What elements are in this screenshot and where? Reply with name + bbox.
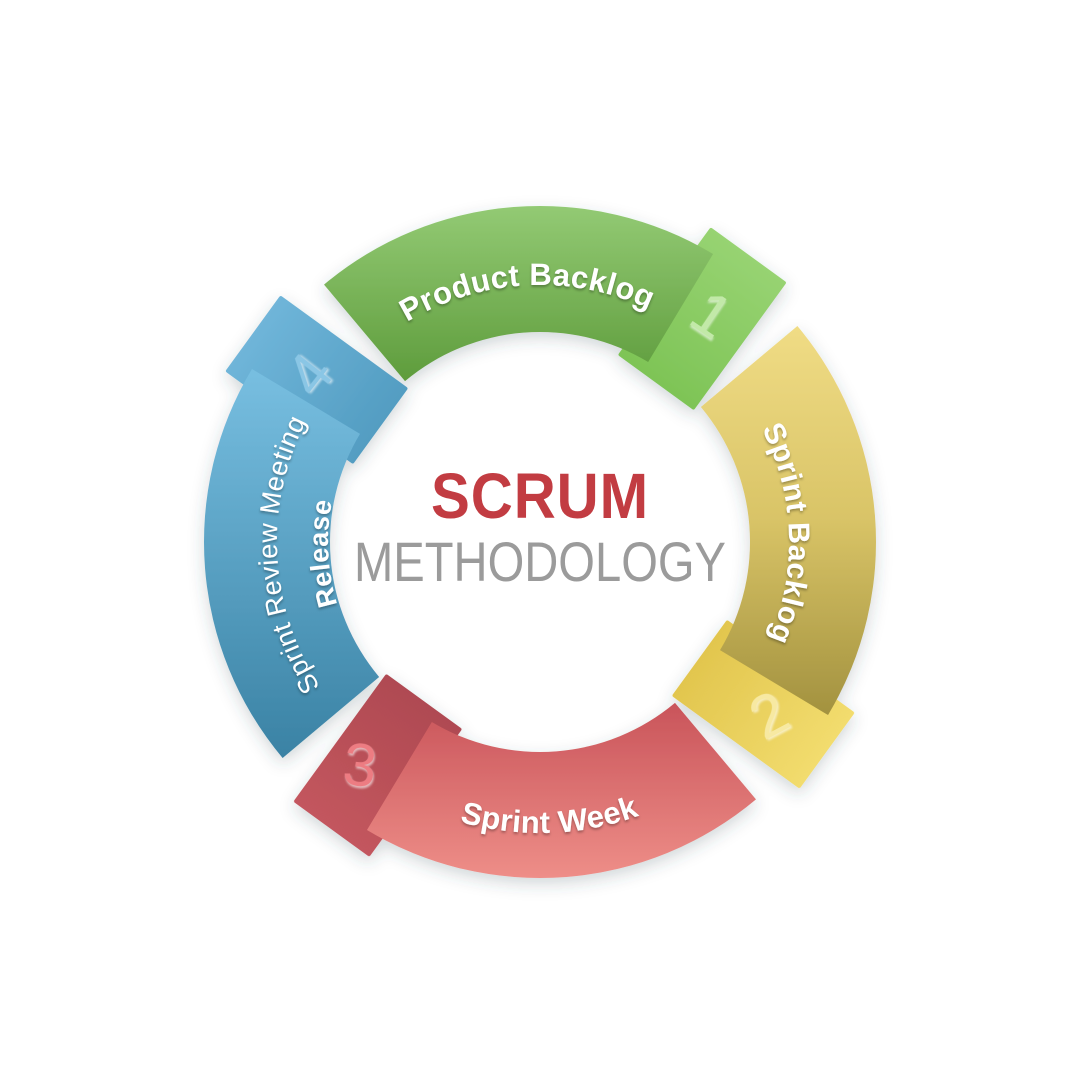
step-arc-sprint-backlog: [700, 326, 877, 716]
title-primary: SCRUM: [431, 460, 649, 532]
step-arc-sprint-week: [366, 702, 756, 879]
ring-group: [203, 205, 877, 879]
step-arc-product-backlog: [324, 205, 714, 382]
title-secondary: METHODOLOGY: [354, 530, 726, 593]
step-arc-release: [203, 368, 380, 758]
step-tab-release: [225, 296, 408, 464]
step-tab-sprint-week: [294, 674, 462, 857]
step-tab-product-backlog: [618, 227, 786, 410]
step-tab-sprint-backlog: [672, 620, 855, 788]
step-number-sprint-week: 3: [340, 730, 380, 800]
